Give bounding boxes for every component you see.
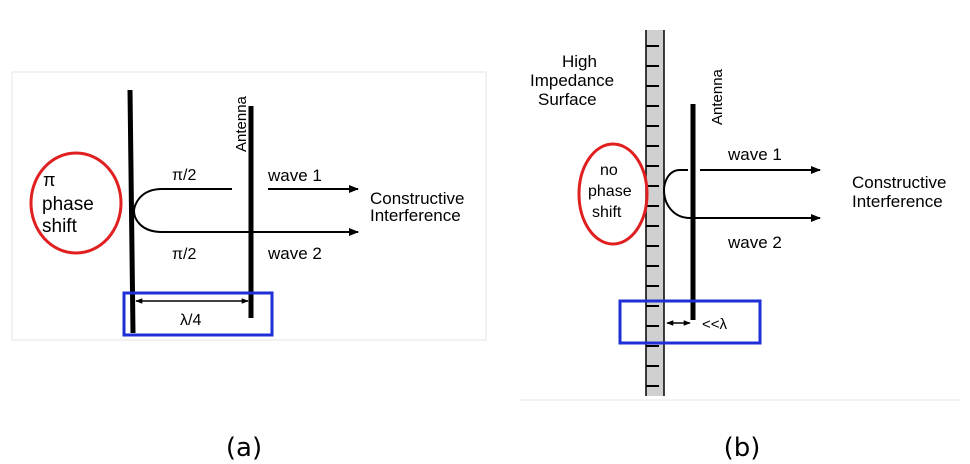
caption-a: (a) xyxy=(226,433,262,463)
phase-label-b: phase xyxy=(588,183,632,200)
surface-label-line1: High xyxy=(562,52,597,71)
shift-label-b: shift xyxy=(592,204,622,221)
distance-label-b: <<λ xyxy=(702,316,728,333)
constructive-label: Constructive xyxy=(370,189,464,208)
wave2-label: wave 2 xyxy=(267,244,322,263)
caption-b: (b) xyxy=(724,433,761,463)
interference-label-b: Interference xyxy=(852,192,943,211)
half-pi-top-label: π/2 xyxy=(172,167,196,184)
interference-label: Interference xyxy=(370,206,461,225)
wave-path xyxy=(132,188,359,236)
no-label: no xyxy=(600,162,618,179)
panel-b: High Impedance Surface Antenna wave 1 wa… xyxy=(520,30,960,401)
phase-shift-circle xyxy=(29,151,123,255)
half-pi-bottom-label: π/2 xyxy=(172,246,196,263)
panel-a-frame xyxy=(11,71,487,341)
distance-label: λ/4 xyxy=(180,312,201,329)
surface-ticks xyxy=(646,45,659,387)
panel-a: π/2 π/2 wave 1 wave 2 Constructive Inter… xyxy=(11,71,487,341)
no-phase-shift-circle xyxy=(577,142,649,246)
distance-box xyxy=(122,291,274,337)
wave2-label-b: wave 2 xyxy=(727,233,782,252)
impedance-surface xyxy=(646,30,664,396)
wave-path-b xyxy=(662,169,821,222)
wave1-label-b: wave 1 xyxy=(727,145,782,164)
constructive-label-b: Constructive xyxy=(852,173,946,192)
surface-label-line3: Surface xyxy=(538,90,597,109)
reflector-line xyxy=(127,89,136,334)
phase-label: phase xyxy=(42,194,94,215)
antenna-label-b: Antenna xyxy=(709,68,726,125)
shift-label: shift xyxy=(42,216,78,237)
distance-box-b xyxy=(618,299,762,345)
antenna-label: Antenna xyxy=(233,95,250,152)
wave1-label: wave 1 xyxy=(267,166,322,185)
pi-symbol: π xyxy=(43,170,55,190)
surface-label-line2: Impedance xyxy=(530,71,614,90)
